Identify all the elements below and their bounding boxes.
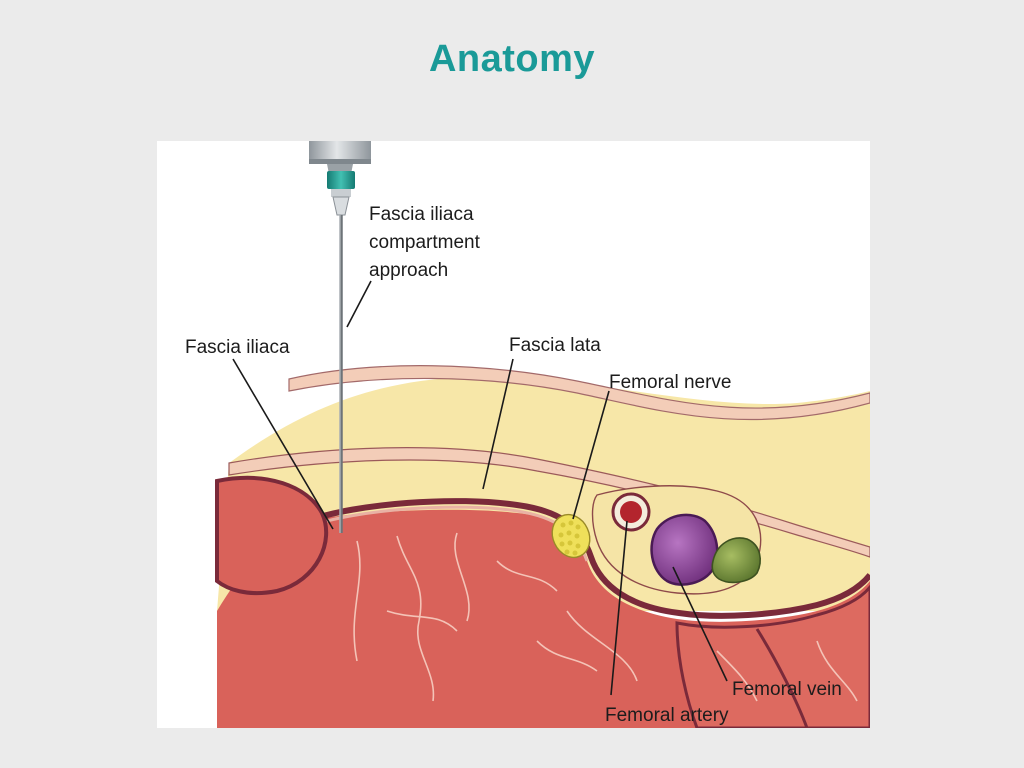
label-approach-line2: compartment [369, 232, 481, 253]
syringe [309, 141, 371, 216]
slide-title: Anatomy [428, 38, 596, 80]
anatomy-figure: Fascia iliaca compartment approach Fasci… [157, 141, 870, 728]
fascia-lata-band [228, 447, 870, 558]
femoral-vein-shape [650, 513, 719, 586]
fascia-iliaca-band [305, 498, 870, 619]
lymph-node-shape [711, 537, 761, 584]
femoral-artery-shape [611, 492, 651, 532]
femoral-nerve-shape [551, 513, 591, 559]
label-approach-line1: Fascia iliaca [369, 204, 474, 225]
label-approach-line3: approach [369, 260, 448, 281]
skin-band [288, 365, 870, 421]
approach-leader-line [346, 280, 372, 328]
anatomy-illustration: Fascia iliaca compartment approach Fasci… [185, 141, 870, 728]
fascia-iliaca-leader-line [232, 358, 334, 530]
label-femoral-vein: Femoral vein [732, 679, 842, 700]
label-fascia-iliaca: Fascia iliaca [185, 337, 290, 358]
femoral-artery-leader-line [610, 520, 628, 696]
left-muscle [215, 475, 329, 596]
femoral-vein-leader-line [672, 566, 728, 682]
fascia-lata-leader-line [482, 358, 514, 490]
femoral-nerve-leader-line [572, 390, 610, 520]
muscle-fibres [353, 532, 858, 702]
label-fascia-lata: Fascia lata [509, 335, 601, 356]
label-femoral-artery: Femoral artery [605, 705, 729, 726]
label-femoral-nerve: Femoral nerve [609, 372, 732, 393]
